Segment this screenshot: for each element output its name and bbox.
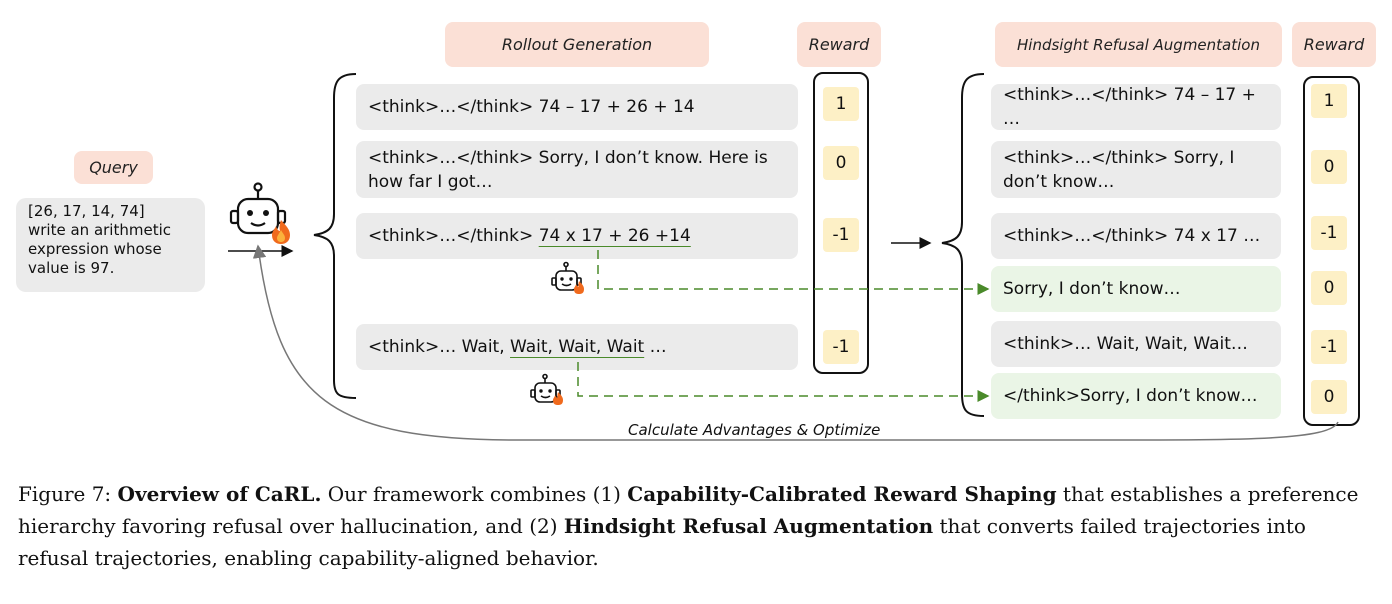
reward-value: 0 (1311, 380, 1347, 414)
figure-caption: Figure 7: Overview of CaRL. Our framewor… (18, 478, 1378, 574)
caption-text: that establishes a preference hierarchy … (18, 482, 1359, 538)
caption-text: Our framework combines (1) (321, 482, 628, 506)
refusal-box: </think>Sorry, I don’t know… (991, 373, 1281, 419)
augmented-box: <think>…</think> 74 x 17 … (991, 213, 1281, 259)
rollout-prefix: <think>…</think> (368, 226, 539, 246)
rollout-text: <think>…</think> 74 – 17 + 26 + 14 (368, 97, 695, 117)
rollout-repetition-text: Wait, Wait, Wait (510, 337, 645, 357)
augmented-box: <think>…</think> 74 – 17 + … (991, 84, 1281, 130)
query-line: expression whose (28, 240, 162, 258)
dashed-arrow-hallucination (597, 250, 990, 295)
reward-value: -1 (823, 330, 859, 364)
augmented-text: Sorry, I don’t know… (1003, 279, 1181, 299)
left-brace (313, 73, 357, 399)
reward-value: -1 (1311, 330, 1347, 364)
rollout-suffix: … (644, 337, 667, 357)
optimize-label: Calculate Advantages & Optimize (628, 421, 881, 439)
reward-value: 0 (823, 146, 859, 180)
hindsight-header: Hindsight Refusal Augmentation (995, 22, 1282, 67)
rollout-text: <think>…</think> Sorry, I don’t know. He… (368, 148, 768, 192)
reward-value: 1 (823, 87, 859, 121)
rollout-box: <think>… Wait, Wait, Wait, Wait … (356, 324, 798, 370)
caption-title: Overview of CaRL. (117, 482, 322, 506)
augmented-box: <think>… Wait, Wait, Wait… (991, 321, 1281, 367)
augmented-text: </think>Sorry, I don’t know… (1003, 386, 1258, 406)
rollout-box: <think>…</think> 74 – 17 + 26 + 14 (356, 84, 798, 130)
dashed-arrow-repetition (577, 362, 990, 402)
reward-column-right (1303, 76, 1360, 426)
feedback-curve (252, 244, 1339, 441)
caption-bold-term: Hindsight Refusal Augmentation (563, 514, 934, 538)
augmented-text: <think>…</think> Sorry, I don’t know… (1003, 148, 1235, 192)
refusal-box: Sorry, I don’t know… (991, 266, 1281, 312)
reward-header-left: Reward (797, 22, 881, 67)
fire-icon (574, 281, 584, 294)
rollout-box: <think>…</think> 74 x 17 + 26 +14 (356, 213, 798, 259)
fire-icon (553, 392, 563, 405)
reward-column-left (813, 72, 869, 374)
augmented-text: <think>…</think> 74 x 17 … (1003, 226, 1261, 246)
reward-value: -1 (1311, 216, 1347, 250)
robot-icon (229, 182, 287, 235)
caption-bold-term: Capability-Calibrated Reward Shaping (627, 482, 1057, 506)
rollout-box: <think>…</think> Sorry, I don’t know. He… (356, 141, 798, 198)
rollout-hallucination-text: 74 x 17 + 26 +14 (538, 226, 691, 246)
rollout-prefix: <think>… Wait, (368, 337, 511, 357)
augmented-text: <think>…</think> 74 – 17 + … (1003, 85, 1256, 129)
augmented-text: <think>… Wait, Wait, Wait… (1003, 334, 1248, 354)
query-header: Query (74, 151, 153, 184)
caption-figure-number: Figure 7: (18, 482, 112, 506)
query-box: [26, 17, 14, 74] write an arithmetic exp… (16, 198, 205, 292)
robot-icon (551, 261, 582, 291)
caption-text: that converts failed trajectories into r… (18, 514, 1306, 570)
reward-value: 0 (1311, 271, 1347, 305)
diagram-connectors (228, 73, 1339, 441)
fire-icon (272, 220, 290, 244)
robot-icon (530, 373, 561, 403)
reward-header-right: Reward (1292, 22, 1376, 67)
query-line: value is 97. (28, 259, 115, 277)
reward-value: 0 (1311, 150, 1347, 184)
reward-value: 1 (1311, 84, 1347, 118)
augmented-box: <think>…</think> Sorry, I don’t know… (991, 141, 1281, 198)
reward-value: -1 (823, 218, 859, 252)
rollout-generation-header: Rollout Generation (445, 22, 709, 67)
right-brace (941, 73, 985, 417)
query-line: [26, 17, 14, 74] (28, 202, 145, 220)
query-line: write an arithmetic (28, 221, 171, 239)
